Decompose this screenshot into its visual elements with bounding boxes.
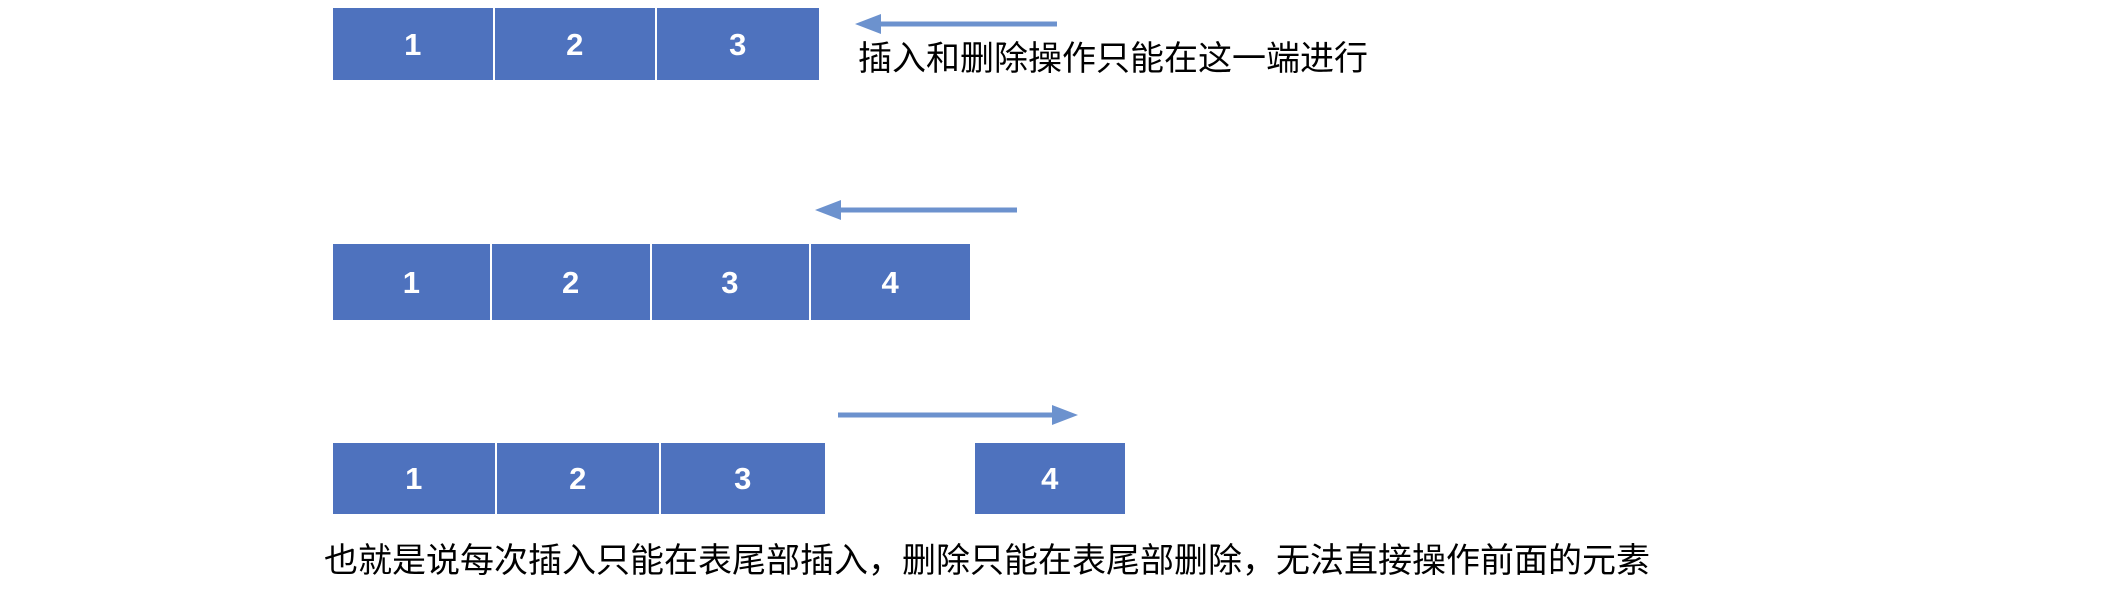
- stack-cell-detached-group: 4: [975, 443, 1125, 514]
- stack-cell: 4: [810, 244, 970, 320]
- stack-cell-label: 3: [721, 264, 739, 300]
- stack-cell-label: 4: [881, 264, 900, 300]
- stack-cell: 3: [651, 244, 811, 320]
- stack-cell-label: 1: [405, 461, 423, 496]
- stack-cell: 2: [497, 443, 661, 514]
- stack-cell: 1: [333, 244, 493, 320]
- stack-cell-label: 4: [1041, 461, 1059, 496]
- arrow-right-bottom-icon: [838, 403, 1078, 427]
- stack-cell: 2: [495, 8, 657, 80]
- stack-cell-label: 1: [402, 264, 421, 300]
- stack-cell-label: 3: [729, 26, 747, 62]
- stack-cell-removed: 4: [975, 443, 1125, 514]
- stack-cell: 1: [333, 8, 495, 80]
- stack-cell-label: 2: [562, 264, 580, 300]
- arrow-left-middle-icon: [815, 198, 1017, 222]
- stack-cell-label: 3: [734, 461, 752, 496]
- stack-row-initial: 1 2 3: [333, 8, 819, 80]
- stack-cell: 1: [333, 443, 497, 514]
- stack-cell-label: 2: [569, 461, 587, 496]
- caption-top: 插入和删除操作只能在这一端进行: [858, 40, 1368, 78]
- caption-bottom: 也就是说每次插入只能在表尾部插入，删除只能在表尾部删除，无法直接操作前面的元素: [324, 542, 1650, 580]
- arrow-left-top-icon: [855, 12, 1057, 36]
- stack-cell: 3: [661, 443, 825, 514]
- stack-row-after-push: 1 2 3 4: [333, 244, 970, 320]
- stack-cell: 2: [492, 244, 652, 320]
- stack-cell-label: 2: [566, 26, 584, 62]
- stack-cell-label: 1: [404, 26, 422, 62]
- stack-row-after-pop: 1 2 3: [333, 443, 825, 514]
- stack-cell: 3: [657, 8, 819, 80]
